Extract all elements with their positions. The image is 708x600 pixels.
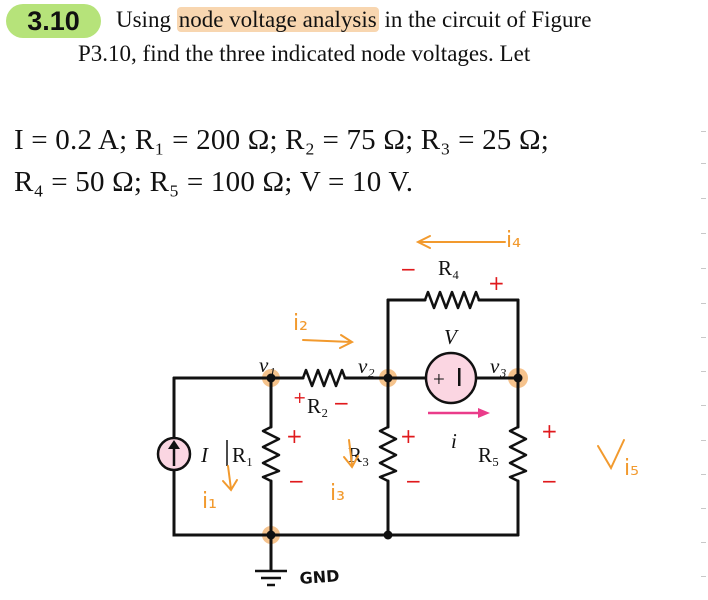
i5-arrow (597, 439, 625, 471)
annotation-i1: i₁ (202, 489, 217, 514)
given-values-line-2: R₄ = 50 Ω; R₅ = 100 Ω; V = 10 V. (14, 166, 414, 198)
r5-minus: − (541, 469, 558, 493)
junction-v2 (383, 373, 393, 383)
resistor-r4 (423, 290, 481, 310)
statement-text-post: in the circuit of Figure (378, 7, 592, 32)
r3-plus: + (400, 424, 417, 448)
junction-bottom-2 (383, 530, 393, 540)
current-source-arrow (168, 440, 180, 449)
label-r5: R₅ (478, 443, 499, 467)
junction-bottom-1 (266, 530, 276, 540)
ground-symbol (255, 569, 287, 587)
statement-text-pre: Using (116, 7, 177, 32)
label-i-branch: i (451, 429, 457, 453)
label-r1: R₁ (232, 443, 253, 467)
node-label-v1: v₁ (259, 353, 276, 377)
label-i-source: I (200, 443, 209, 467)
label-r3: R₃ (348, 443, 369, 467)
wire-bottom (172, 466, 520, 537)
voltage-source-plus: + (433, 367, 445, 391)
resistor-r3 (378, 425, 398, 483)
annotation-i5: i₅ (624, 456, 639, 481)
r1-plus: + (286, 424, 303, 448)
i2-arrow (302, 334, 355, 349)
orange-annotations (222, 235, 625, 492)
resistor-r2 (301, 368, 347, 388)
problem-number-badge: 3.10 (6, 4, 101, 38)
label-r2: R₂ (307, 394, 328, 418)
node-label-v3: v₃ (490, 354, 507, 378)
i1-arrow (222, 465, 238, 492)
annotation-gnd: GND (299, 566, 340, 588)
junction-v3 (513, 373, 523, 383)
annotation-i2: i₂ (293, 311, 308, 336)
label-v: V (444, 325, 459, 349)
voltage-source-minus-bar (458, 368, 461, 386)
resistor-r1 (261, 425, 281, 483)
r4-plus: + (488, 271, 505, 295)
i3-arrow (343, 439, 359, 469)
r1-minus: − (288, 469, 305, 493)
i4-arrow (415, 235, 506, 249)
r2-plus: + (293, 388, 306, 407)
node-label-v2: v₂ (358, 354, 375, 378)
highlighted-phrase: node voltage analysis (176, 7, 379, 32)
red-polarity-marks: − + + − + − + − + − (286, 257, 558, 493)
given-values-line-1: I = 0.2 A; R₁ = 200 Ω; R₂ = 75 Ω; R₃ = 2… (14, 124, 549, 156)
junction-dots (266, 373, 523, 540)
annotation-i3: i₃ (330, 481, 345, 506)
r2-minus: − (333, 391, 350, 415)
junction-v1 (266, 373, 276, 383)
label-r4: R₄ (438, 256, 459, 280)
wires (172, 298, 520, 572)
problem-statement-line-2: P3.10, find the three indicated node vol… (78, 41, 531, 66)
magenta-current-arrow (428, 408, 490, 418)
page-edge-markers (698, 0, 708, 600)
problem-statement-line-1: Using node voltage analysis in the circu… (116, 7, 591, 33)
voltage-source-v: + (424, 351, 478, 405)
annotation-i4: i₄ (506, 228, 521, 253)
r3-minus: − (405, 469, 422, 493)
r5-plus: + (541, 419, 558, 443)
current-source-i (156, 436, 192, 472)
r4-minus: − (400, 257, 417, 281)
resistor-r5 (508, 425, 528, 483)
